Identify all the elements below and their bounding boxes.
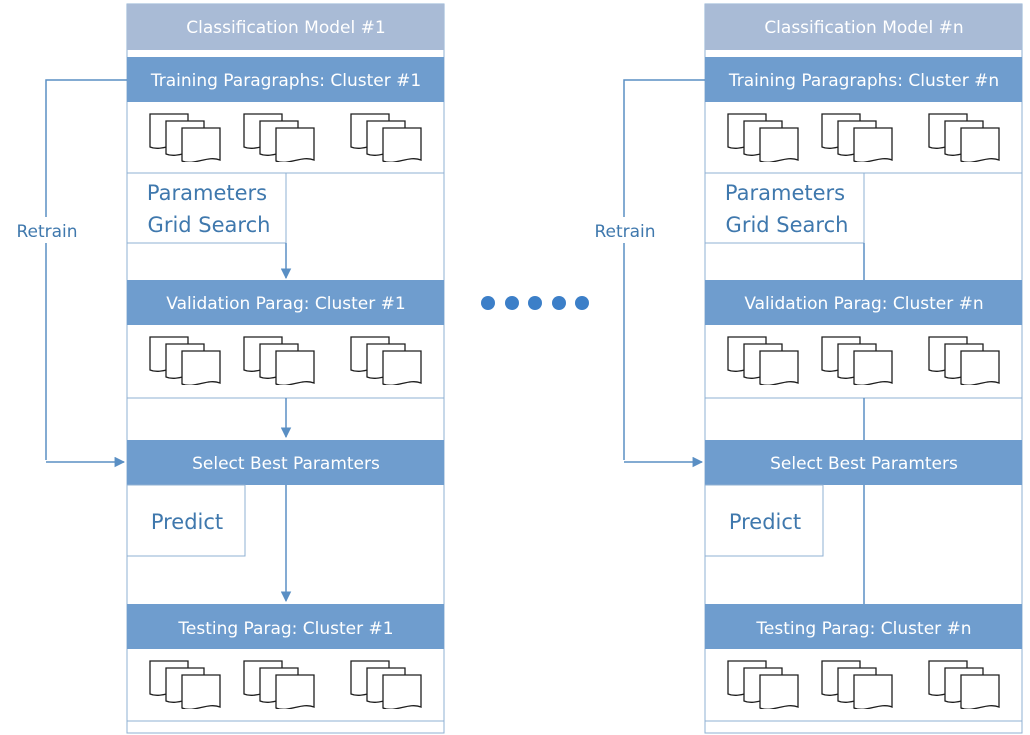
stacked-documents-icon	[149, 660, 221, 709]
ellipsis-dots	[481, 296, 589, 310]
stacked-documents-icon	[243, 336, 315, 385]
predict-label: Predict	[729, 510, 801, 534]
stacked-documents-icon	[350, 113, 422, 162]
training-header	[127, 57, 444, 102]
training-header-label: Training Paragraphs: Cluster #n	[728, 71, 999, 91]
retrain-label: Retrain	[594, 222, 655, 242]
ellipsis-dot	[481, 296, 495, 310]
predict-box	[126, 484, 246, 557]
stacked-documents-icon	[821, 336, 893, 385]
grid-search-box	[126, 172, 287, 244]
retrain-label-bg	[10, 217, 88, 243]
predict-box	[704, 484, 824, 557]
model-n-column: Classification Model #n Training Paragra…	[588, 3, 1023, 734]
retrain-label: Retrain	[16, 222, 77, 242]
stacked-documents-icon	[821, 113, 893, 162]
select-header-label: Select Best Paramters	[770, 454, 958, 474]
stacked-documents-icon	[350, 336, 422, 385]
stacked-documents-icon	[243, 113, 315, 162]
grid-search-label-line2: Grid Search	[726, 213, 849, 237]
predict-label: Predict	[151, 510, 223, 534]
testing-header	[127, 604, 444, 649]
stacked-documents-icon	[243, 660, 315, 709]
grid-search-label-line2: Grid Search	[148, 213, 271, 237]
retrain-loop-line	[45, 79, 127, 460]
stacked-documents-icon	[149, 113, 221, 162]
ellipsis-dot	[575, 296, 589, 310]
training-header-label: Training Paragraphs: Cluster #1	[150, 71, 421, 91]
validation-header	[705, 280, 1022, 325]
retrain-loop-line	[623, 79, 705, 460]
testing-header-label: Testing Parag: Cluster #1	[177, 619, 393, 639]
validation-header-label: Validation Parag: Cluster #1	[166, 294, 405, 314]
model-title-bar	[705, 4, 1022, 50]
ellipsis-dot	[528, 296, 542, 310]
grid-search-label-line1: Parameters	[147, 181, 267, 205]
stacked-documents-icon	[727, 113, 799, 162]
stacked-documents-icon	[928, 660, 1000, 709]
stacked-documents-icon	[928, 336, 1000, 385]
model-title-bar	[127, 4, 444, 50]
select-header-label: Select Best Paramters	[192, 454, 380, 474]
stacked-documents-icon	[149, 336, 221, 385]
validation-header	[127, 280, 444, 325]
grid-search-label-line1: Parameters	[725, 181, 845, 205]
model-1-column: Classification Model #1 Training Paragra…	[10, 3, 445, 734]
stacked-documents-icon	[727, 336, 799, 385]
testing-header	[705, 604, 1022, 649]
grid-search-box	[704, 172, 865, 244]
model-title: Classification Model #1	[186, 18, 385, 38]
select-header	[705, 440, 1022, 485]
testing-header-label: Testing Parag: Cluster #n	[755, 619, 971, 639]
validation-header-label: Validation Parag: Cluster #n	[744, 294, 983, 314]
stacked-documents-icon	[350, 660, 422, 709]
training-header	[705, 57, 1022, 102]
stacked-documents-icon	[821, 660, 893, 709]
stacked-documents-icon	[928, 113, 1000, 162]
select-header	[127, 440, 444, 485]
stacked-documents-icon	[727, 660, 799, 709]
ellipsis-dot	[505, 296, 519, 310]
ellipsis-dot	[552, 296, 566, 310]
model-title: Classification Model #n	[764, 18, 963, 38]
retrain-label-bg	[588, 217, 666, 243]
